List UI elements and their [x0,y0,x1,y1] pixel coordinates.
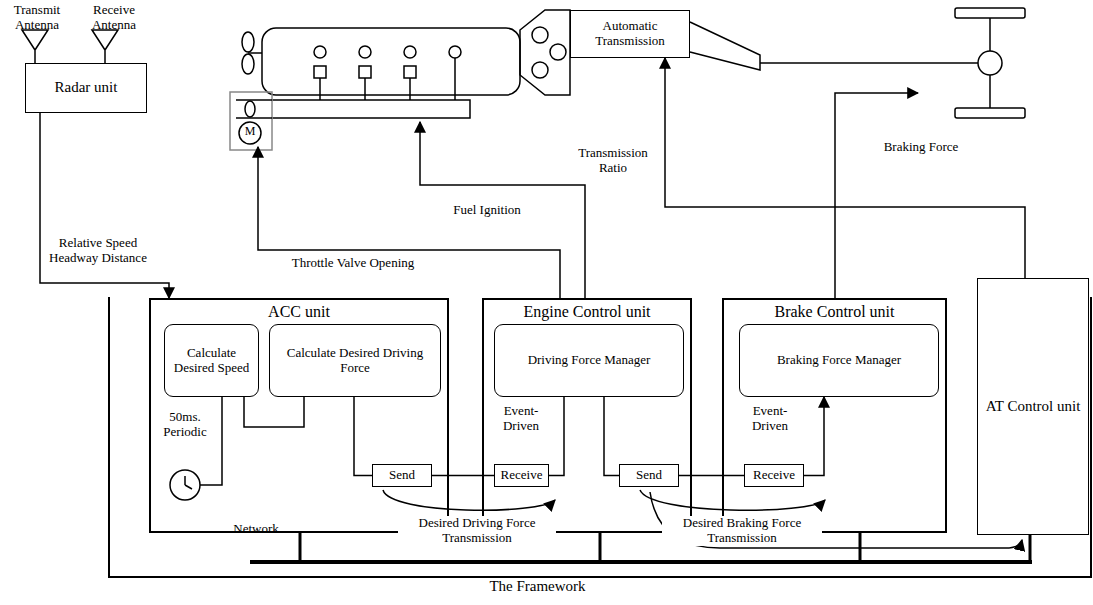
clock-wire [200,395,222,485]
node-text: ACC unit [151,303,447,321]
edge-label: Relative Speed Headway Distance [48,236,148,266]
antenna-symbol [22,30,48,63]
at-control-unit: AT Control unit [977,278,1089,535]
connector [604,397,619,476]
antenna-symbol [92,30,118,63]
transmission-arc [383,490,555,510]
receive-box: Receive [744,464,804,487]
node-text: Receive [753,468,795,483]
clock-hands [185,476,192,489]
clock-symbol [170,470,200,500]
node-text: Engine Control unit [484,303,690,321]
node-text: Receive [501,468,543,483]
process-box: Braking Force Manager [739,324,939,397]
node-text: AT Control unit [986,398,1081,415]
network-label: Network [226,522,286,537]
receive-box: Receive [494,464,549,487]
antenna-label: Receive Antenna [78,3,150,33]
signal-label: Fuel Ignition [432,203,542,218]
braking-force-line [835,93,918,298]
radar-unit: Radar unit [25,63,147,113]
connector [549,397,564,476]
motor-label: M [244,125,256,139]
antenna-label: Transmit Antenna [2,3,72,33]
node-text: Send [636,468,662,483]
process-box: Calculate Desired Driving Force [269,324,441,397]
process-box: Driving Force Manager [494,324,684,397]
message-label: Desired Braking Force Transmission [662,516,822,546]
throttle-valve [230,92,272,150]
transmission-arc [640,490,825,510]
send-box: Send [619,464,679,487]
node-text: Brake Control unit [724,303,945,321]
connector [40,113,169,298]
trigger-label: Event-Driven [486,404,556,434]
node-text: Automatic Transmission [575,19,685,49]
edge-label: Transmission Ratio [570,146,656,176]
node-text: Send [389,468,415,483]
signal-label: Throttle Valve Opening [268,256,438,271]
transmission-arc [650,492,1022,548]
connector [679,475,744,477]
node-text: Calculate Desired Driving Force [274,346,436,376]
node-text: Braking Force Manager [777,353,901,368]
connector [804,397,824,476]
node-text: The Framework [110,578,965,595]
connector [244,397,304,427]
signal-label: Braking Force [866,140,976,155]
node-text: Radar unit [55,79,118,96]
connector [665,58,1025,278]
timer-label: 50ms. Periodic [156,410,214,440]
node-text: Calculate Desired Speed [169,346,254,376]
process-box: Calculate Desired Speed [164,324,259,397]
trigger-label: Event-Driven [735,404,805,434]
transmission-box: Automatic Transmission [570,10,690,58]
send-box: Send [372,464,432,487]
connector [432,475,494,477]
message-label: Desired Driving Force Transmission [398,516,556,546]
connector [354,397,372,476]
engine-illustration [242,8,1025,118]
node-text: Driving Force Manager [528,353,651,368]
throttle-line [258,147,560,298]
